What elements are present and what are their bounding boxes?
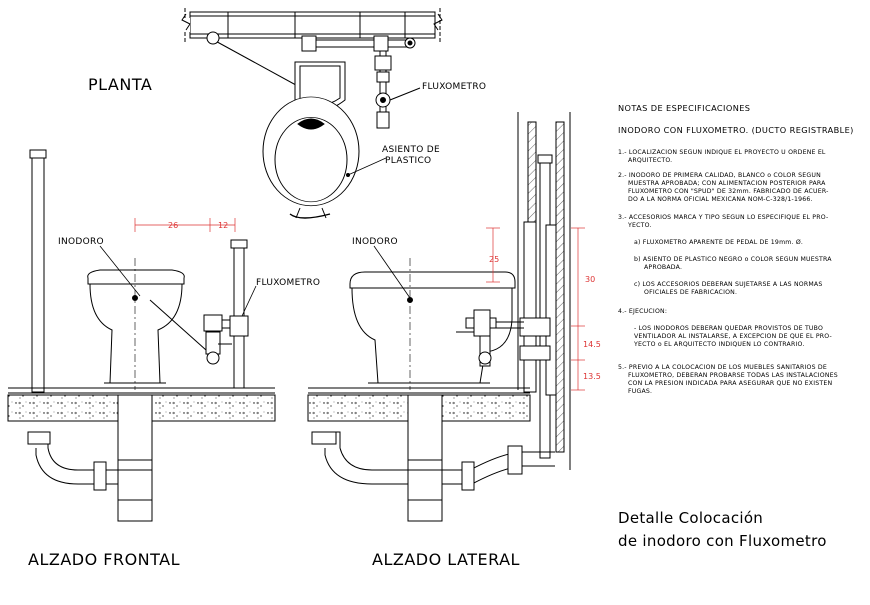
notes-subheading: INODORO CON FLUXOMETRO. (DUCTO REGISTRAB… xyxy=(618,125,854,135)
front-leaders xyxy=(99,245,257,317)
side-dimensions xyxy=(486,227,585,391)
note-2-line-1: 2.- INODORO DE PRIMERA CALIDAD, BLANCO o… xyxy=(618,172,821,179)
dim-14-5: 14.5 xyxy=(583,340,601,349)
note-3b-line-1: b) ASIENTO DE PLASTICO NEGRO o COLOR SEG… xyxy=(634,256,832,263)
note-2-line-4: DO A LA NORMA OFICIAL MEXICANA NOM-C-328… xyxy=(628,196,813,203)
note-5-line-1: 5.- PREVIO A LA COLOCACION DE LOS MUEBLE… xyxy=(618,364,827,371)
plan-supply-pipe xyxy=(206,31,416,91)
side-toilet xyxy=(349,258,516,390)
side-inodoro-label: INODORO xyxy=(352,237,398,247)
note-2-line-2: MUESTRA APROBADA; CON ALIMENTACION POSTE… xyxy=(628,180,826,187)
detail-title-line-1: Detalle Colocación xyxy=(618,509,763,527)
plan-toilet xyxy=(262,61,360,219)
front-toilet xyxy=(87,258,185,390)
front-fluxometer-label: FLUXOMETRO xyxy=(256,278,320,288)
note-5-line-2: FLUXOMETRO, DEBERAN PROBARSE TODAS LAS I… xyxy=(628,372,838,379)
plan-flushometer xyxy=(374,51,421,129)
front-drain xyxy=(27,394,153,522)
dim-30: 30 xyxy=(585,275,595,284)
side-elevation-title: ALZADO LATERAL xyxy=(372,550,520,569)
note-1-line-1: 1.- LOCALIZACION SEGUN INDIQUE EL PROYEC… xyxy=(618,149,826,156)
dim-25: 25 xyxy=(489,255,499,264)
note-3a: a) FLUXOMETRO APARENTE DE PEDAL DE 19mm.… xyxy=(634,238,803,246)
note-4-line-2: VENTILADOR AL INSTALARSE, A EXCEPCION DE… xyxy=(634,333,832,340)
specification-notes: NOTAS DE ESPECIFICACIONES INODORO CON FL… xyxy=(618,103,854,395)
detail-title-line-2: de inodoro con Fluxometro xyxy=(618,532,827,550)
note-3b-line-2: APROBADA. xyxy=(644,264,682,271)
note-3c-line-2: OFICIALES DE FABRICACION. xyxy=(644,289,737,296)
note-1-line-2: ARQUITECTO. xyxy=(628,157,672,164)
front-inodoro-label: INODORO xyxy=(58,237,104,247)
dim-26: 26 xyxy=(168,221,178,230)
note-4-heading: 4.- EJECUCION: xyxy=(618,308,667,315)
plan-fluxometer-label: FLUXOMETRO xyxy=(422,82,486,92)
front-vent-pipe xyxy=(29,149,47,393)
side-leaders xyxy=(373,245,411,299)
front-flushometer xyxy=(149,239,249,389)
side-flushometer xyxy=(456,309,524,367)
front-elevation-title: ALZADO FRONTAL xyxy=(28,550,180,569)
plan-wall xyxy=(180,8,443,42)
plan-leaders xyxy=(345,157,387,177)
note-3-line-1: 3.- ACCESORIOS MARCA Y TIPO SEGUN LO ESP… xyxy=(618,214,828,221)
note-5-line-4: FUGAS. xyxy=(628,388,652,395)
front-elevation xyxy=(7,149,276,522)
front-dimensions xyxy=(134,218,236,232)
note-5-line-3: CON LA PRESION INDICADA PARA ASEGURAR QU… xyxy=(628,380,832,387)
note-4-line-1: - LOS INODOROS DEBERAN QUEDAR PROVISTOS … xyxy=(634,325,823,332)
note-3-line-2: YECTO. xyxy=(627,222,652,229)
notes-heading: NOTAS DE ESPECIFICACIONES xyxy=(618,103,750,113)
dim-12: 12 xyxy=(218,221,228,230)
side-drain xyxy=(311,394,555,522)
note-4-line-3: YECTO o EL ARQUITECTO INDIQUEN LO CONTRA… xyxy=(633,341,804,348)
side-elevation xyxy=(307,112,585,572)
plan-view xyxy=(180,8,443,219)
dim-13-5: 13.5 xyxy=(583,372,601,381)
seat-label-line2: PLASTICO xyxy=(385,156,431,166)
side-duct-pipes xyxy=(519,154,557,459)
seat-label-line1: ASIENTO DE xyxy=(382,145,440,155)
note-2-line-3: FLUXOMETRO CON "SPUD" DE 32mm. FABRICADO… xyxy=(628,188,829,195)
note-3c-line-1: c) LOS ACCESORIOS DEBERAN SUJETARSE A LA… xyxy=(634,281,822,288)
plan-title: PLANTA xyxy=(88,75,152,94)
